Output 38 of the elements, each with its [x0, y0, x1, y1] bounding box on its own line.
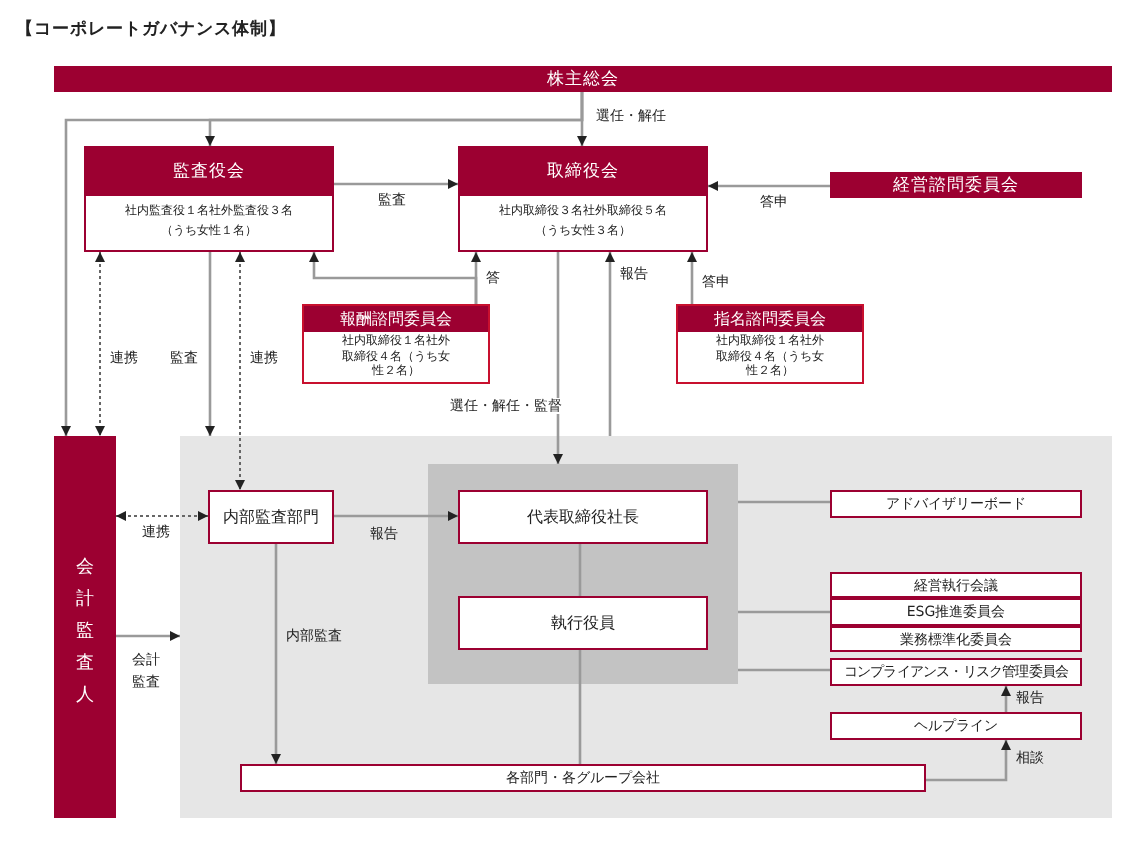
box-heading: 取締役会 [460, 148, 706, 196]
arrow [95, 251, 105, 437]
organization-box: 執行役員 [458, 596, 708, 650]
heading-bar: 株主総会 [54, 66, 1112, 92]
connector-line [738, 668, 830, 672]
arrow [61, 92, 584, 436]
connector-line [738, 500, 830, 504]
box-heading: 監査役会 [86, 148, 332, 196]
arrow [271, 544, 281, 764]
committee-box [676, 304, 864, 384]
connector-line [578, 544, 582, 596]
arrow [334, 511, 458, 521]
shaded-area [180, 436, 1112, 818]
arrow [1001, 686, 1011, 712]
committee-box [458, 146, 708, 252]
title: 【コーポレートガバナンス体制】 [16, 18, 286, 42]
arrow [116, 631, 180, 641]
connector-line [578, 650, 582, 764]
arrow [309, 252, 478, 304]
arrow [687, 252, 697, 304]
box-heading: 指名諮問委員会 [678, 306, 862, 332]
arrow [115, 511, 209, 521]
arrow [708, 181, 830, 191]
arrow [334, 179, 458, 189]
executive-area [428, 464, 738, 684]
connector-line [738, 610, 830, 614]
organization-box: 内部監査部門 [208, 490, 334, 544]
box-heading: 報酬諮問委員会 [304, 306, 488, 332]
heading-bar: 経営諮問委員会 [830, 172, 1082, 198]
organization-box: 代表取締役社長 [458, 490, 708, 544]
arrow [235, 251, 245, 491]
committee-box [84, 146, 334, 252]
committee-box [302, 304, 490, 384]
arrow [605, 252, 615, 436]
arrow [553, 252, 563, 464]
auditor-bar: 会計監査人 [54, 436, 116, 818]
arrow [205, 252, 215, 436]
arrow [926, 740, 1011, 782]
